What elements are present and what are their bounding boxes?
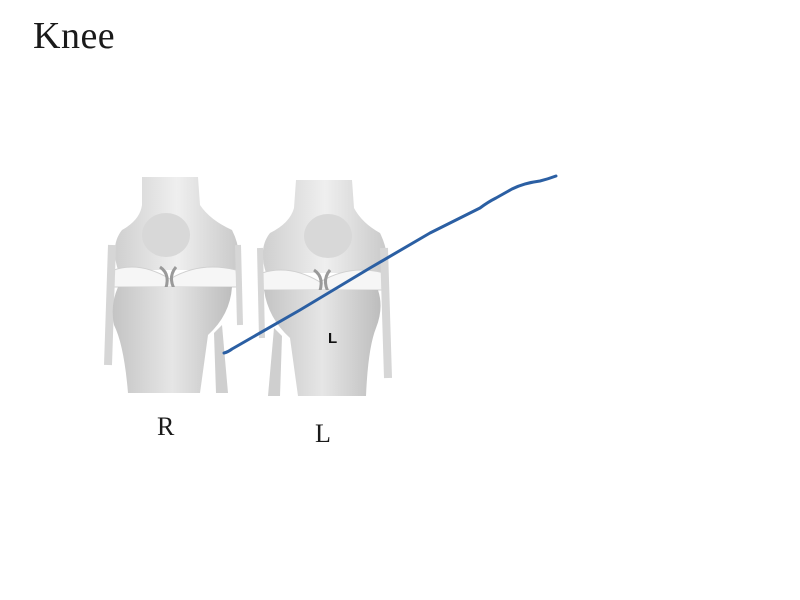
right-side-label: R xyxy=(157,412,175,441)
left-side-label: L xyxy=(315,419,331,448)
knee-joint-anatomy-icon xyxy=(257,180,392,396)
right-knee-illustration xyxy=(100,175,250,402)
knee-joint-anatomy-icon xyxy=(104,177,243,393)
left-knee-illustration xyxy=(250,178,395,405)
slide-title: Knee xyxy=(33,15,116,57)
left-knee-marker: L xyxy=(328,330,338,347)
